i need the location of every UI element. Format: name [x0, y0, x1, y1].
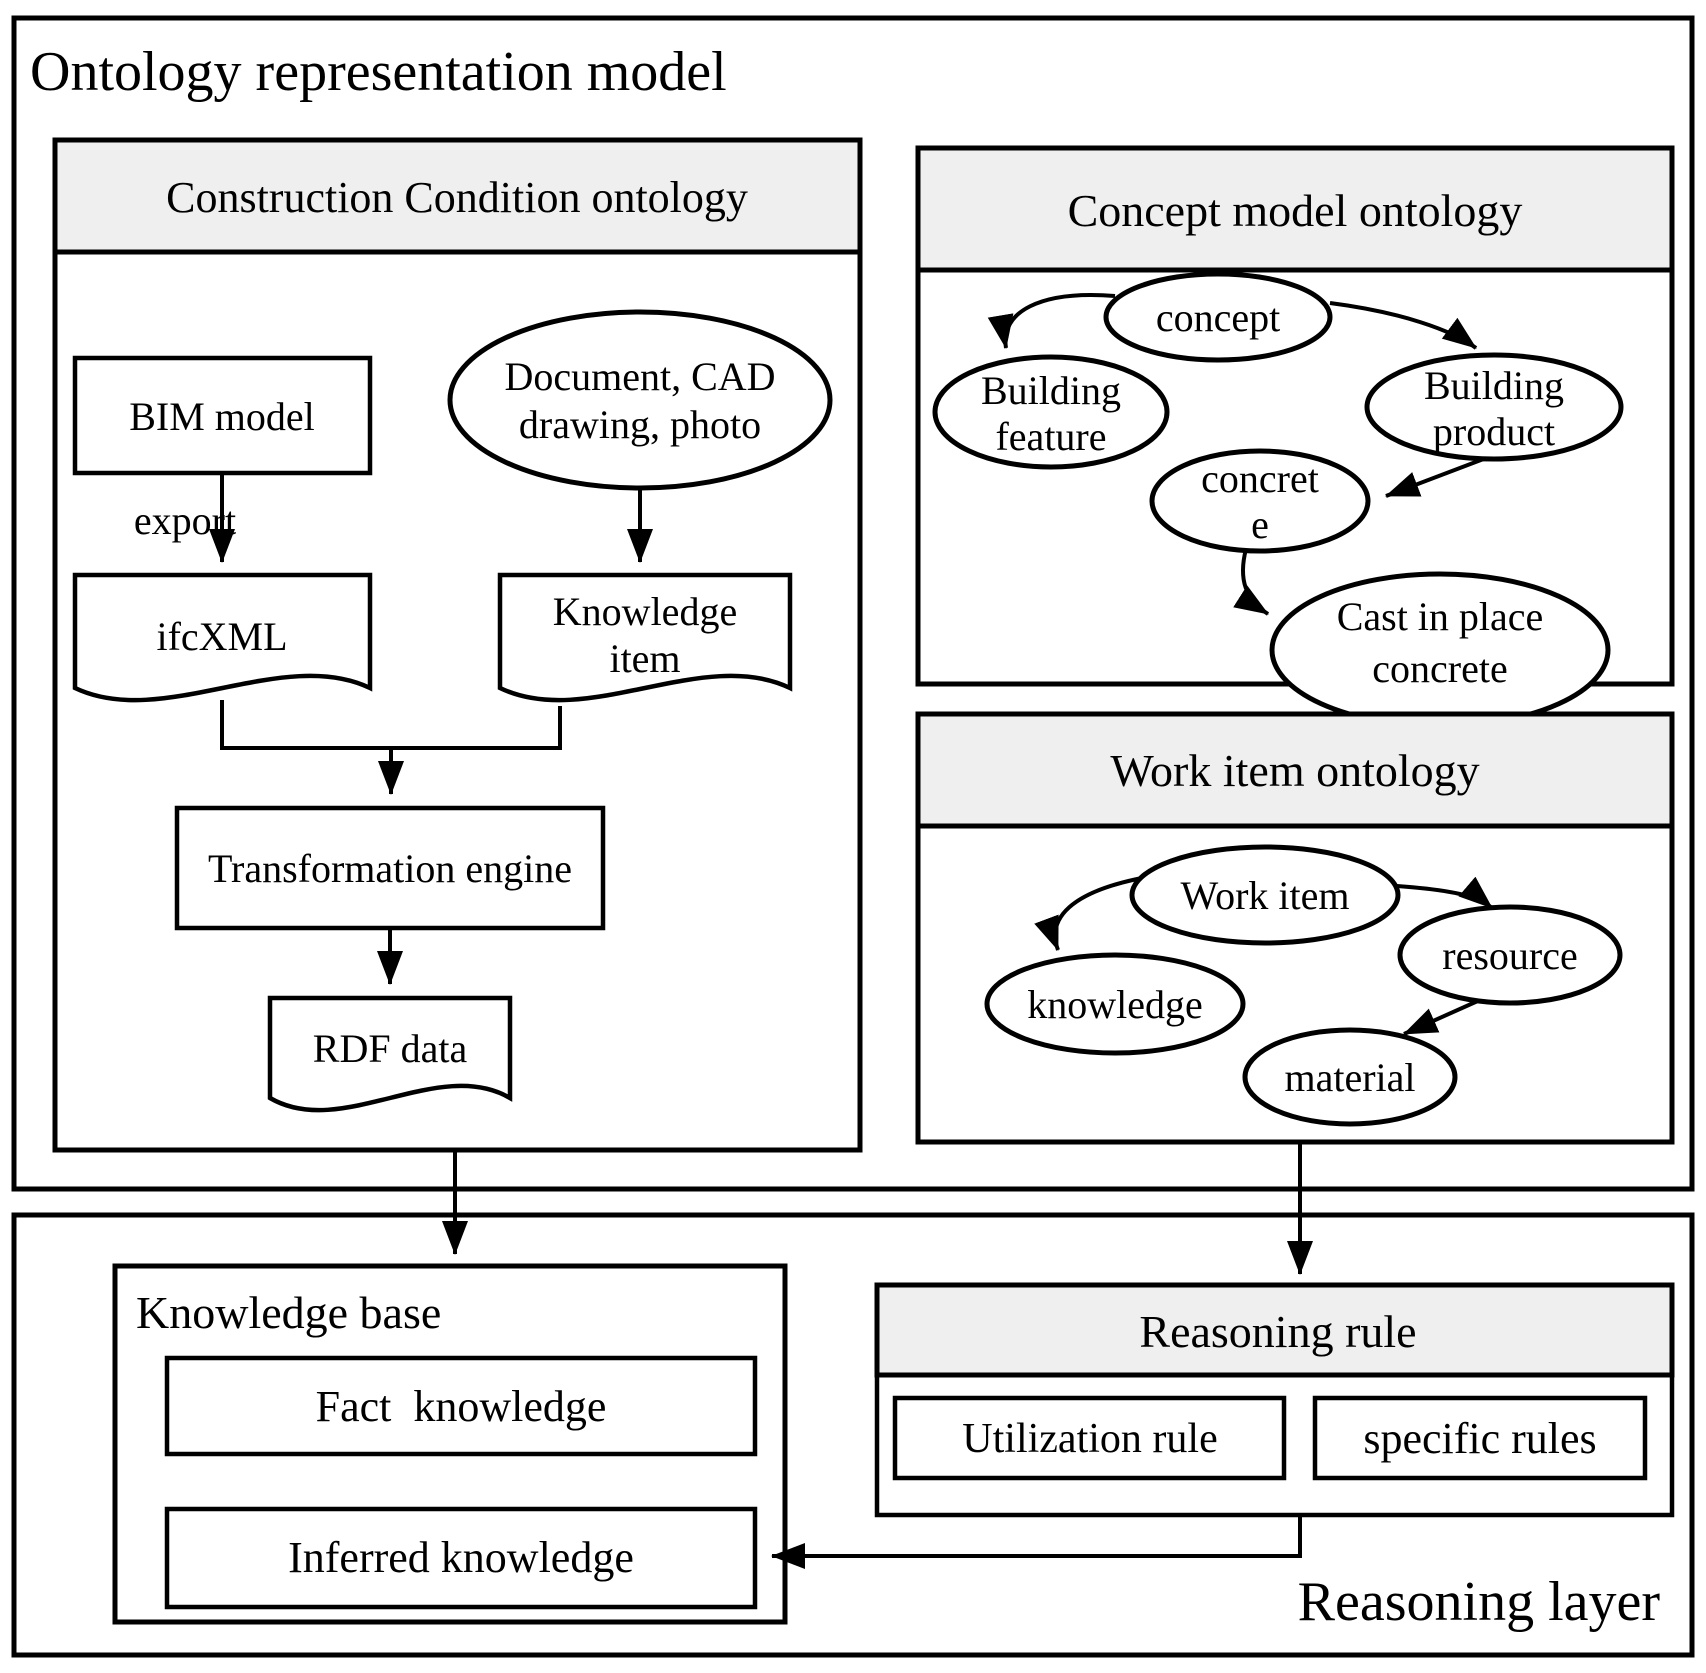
concept-label: concept: [1156, 295, 1280, 340]
building-product-label-line1: Building: [1424, 363, 1564, 408]
fact-knowledge-label: Fact knowledge: [316, 1382, 607, 1431]
material-node: [1242, 1027, 1458, 1127]
concept-to-feature-arrow: [987, 293, 1116, 349]
rdf-data-document-node: [267, 995, 513, 1113]
work-item-ontology-group: Work item ontology Work item knowledge r…: [915, 711, 1675, 1145]
document-cad-node: [447, 309, 833, 491]
diagram-title: Ontology representation model: [30, 41, 727, 103]
concrete-label-line1: concret: [1201, 456, 1319, 501]
concrete-to-cast-arrow: [1233, 548, 1270, 616]
concept-node: [1103, 271, 1333, 363]
workitem-to-knowledge-arrow: [1034, 876, 1143, 951]
rdf-data-label: RDF data: [313, 1026, 468, 1071]
reasoning-rule-to-inferred-arrow: [771, 1515, 1302, 1569]
fact-knowledge-node: [164, 1355, 758, 1457]
reasoning-rule-group: Reasoning rule Utilization rule specific…: [874, 1282, 1675, 1518]
export-label: export: [134, 498, 236, 543]
resource-label: resource: [1442, 933, 1577, 978]
building-product-node: [1364, 352, 1624, 462]
work-item-header: [915, 711, 1675, 829]
knowledge-node: [984, 952, 1246, 1056]
resource-node: [1397, 904, 1623, 1006]
reasoning-rule-header: [874, 1282, 1675, 1378]
bim-model-node: [72, 355, 373, 476]
concept-model-ontology-group: Concept model ontology concept Building …: [915, 145, 1675, 729]
resource-to-material-arrow: [1403, 998, 1481, 1036]
bim-model-label: BIM model: [129, 394, 315, 439]
knowledge-item-label-line1: Knowledge: [553, 589, 737, 634]
transformation-engine-label: Transformation engine: [208, 846, 572, 891]
knowledge-base-label: Knowledge base: [136, 1287, 441, 1338]
document-cad-label-line2: drawing, photo: [519, 402, 761, 447]
concrete-node: [1149, 448, 1371, 554]
work-item-header-label: Work item ontology: [1110, 745, 1479, 796]
reasoning-layer-label: Reasoning layer: [1298, 1571, 1661, 1633]
construction-condition-header-label: Construction Condition ontology: [166, 173, 748, 222]
knowledge-item-label-line2: item: [609, 636, 680, 681]
construction-condition-ontology-group: Construction Condition ontology BIM mode…: [52, 137, 863, 1153]
work-item-label: Work item: [1181, 873, 1350, 918]
concept-to-product-arrow: [1329, 301, 1478, 350]
building-product-label-line2: product: [1433, 409, 1555, 454]
inferred-knowledge-label: Inferred knowledge: [288, 1533, 634, 1582]
utilization-rule-label: Utilization rule: [962, 1416, 1217, 1462]
knowledge-label: knowledge: [1027, 982, 1203, 1027]
knowledge-item-document-node: [497, 572, 793, 703]
workitem-to-resource-arrow: [1396, 876, 1494, 910]
specific-rules-node: [1312, 1395, 1648, 1481]
utilization-rule-node: [892, 1395, 1287, 1481]
ifcxml-document-node: [72, 572, 373, 703]
knowledge-base-group: Knowledge base Fact knowledge Inferred k…: [112, 1263, 788, 1625]
document-cad-label-line1: Document, CAD: [504, 354, 775, 399]
work-item-node: [1129, 844, 1401, 946]
cast-in-place-label-line1: Cast in place: [1337, 594, 1544, 639]
building-feature-label-line2: feature: [995, 414, 1106, 459]
inferred-knowledge-node: [164, 1506, 758, 1610]
specific-rules-label: specific rules: [1363, 1414, 1596, 1463]
cast-in-place-label-line2: concrete: [1372, 646, 1507, 691]
building-feature-label-line1: Building: [981, 368, 1121, 413]
ifcxml-label: ifcXML: [156, 614, 287, 659]
concept-model-header: [915, 145, 1675, 273]
concrete-label-line2: e: [1251, 502, 1269, 547]
material-label: material: [1284, 1055, 1415, 1100]
reasoning-rule-header-label: Reasoning rule: [1139, 1306, 1416, 1357]
concept-model-header-label: Concept model ontology: [1068, 185, 1523, 236]
transformation-engine-node: [174, 805, 606, 931]
building-feature-node: [932, 354, 1170, 470]
construction-condition-header: [52, 137, 863, 255]
